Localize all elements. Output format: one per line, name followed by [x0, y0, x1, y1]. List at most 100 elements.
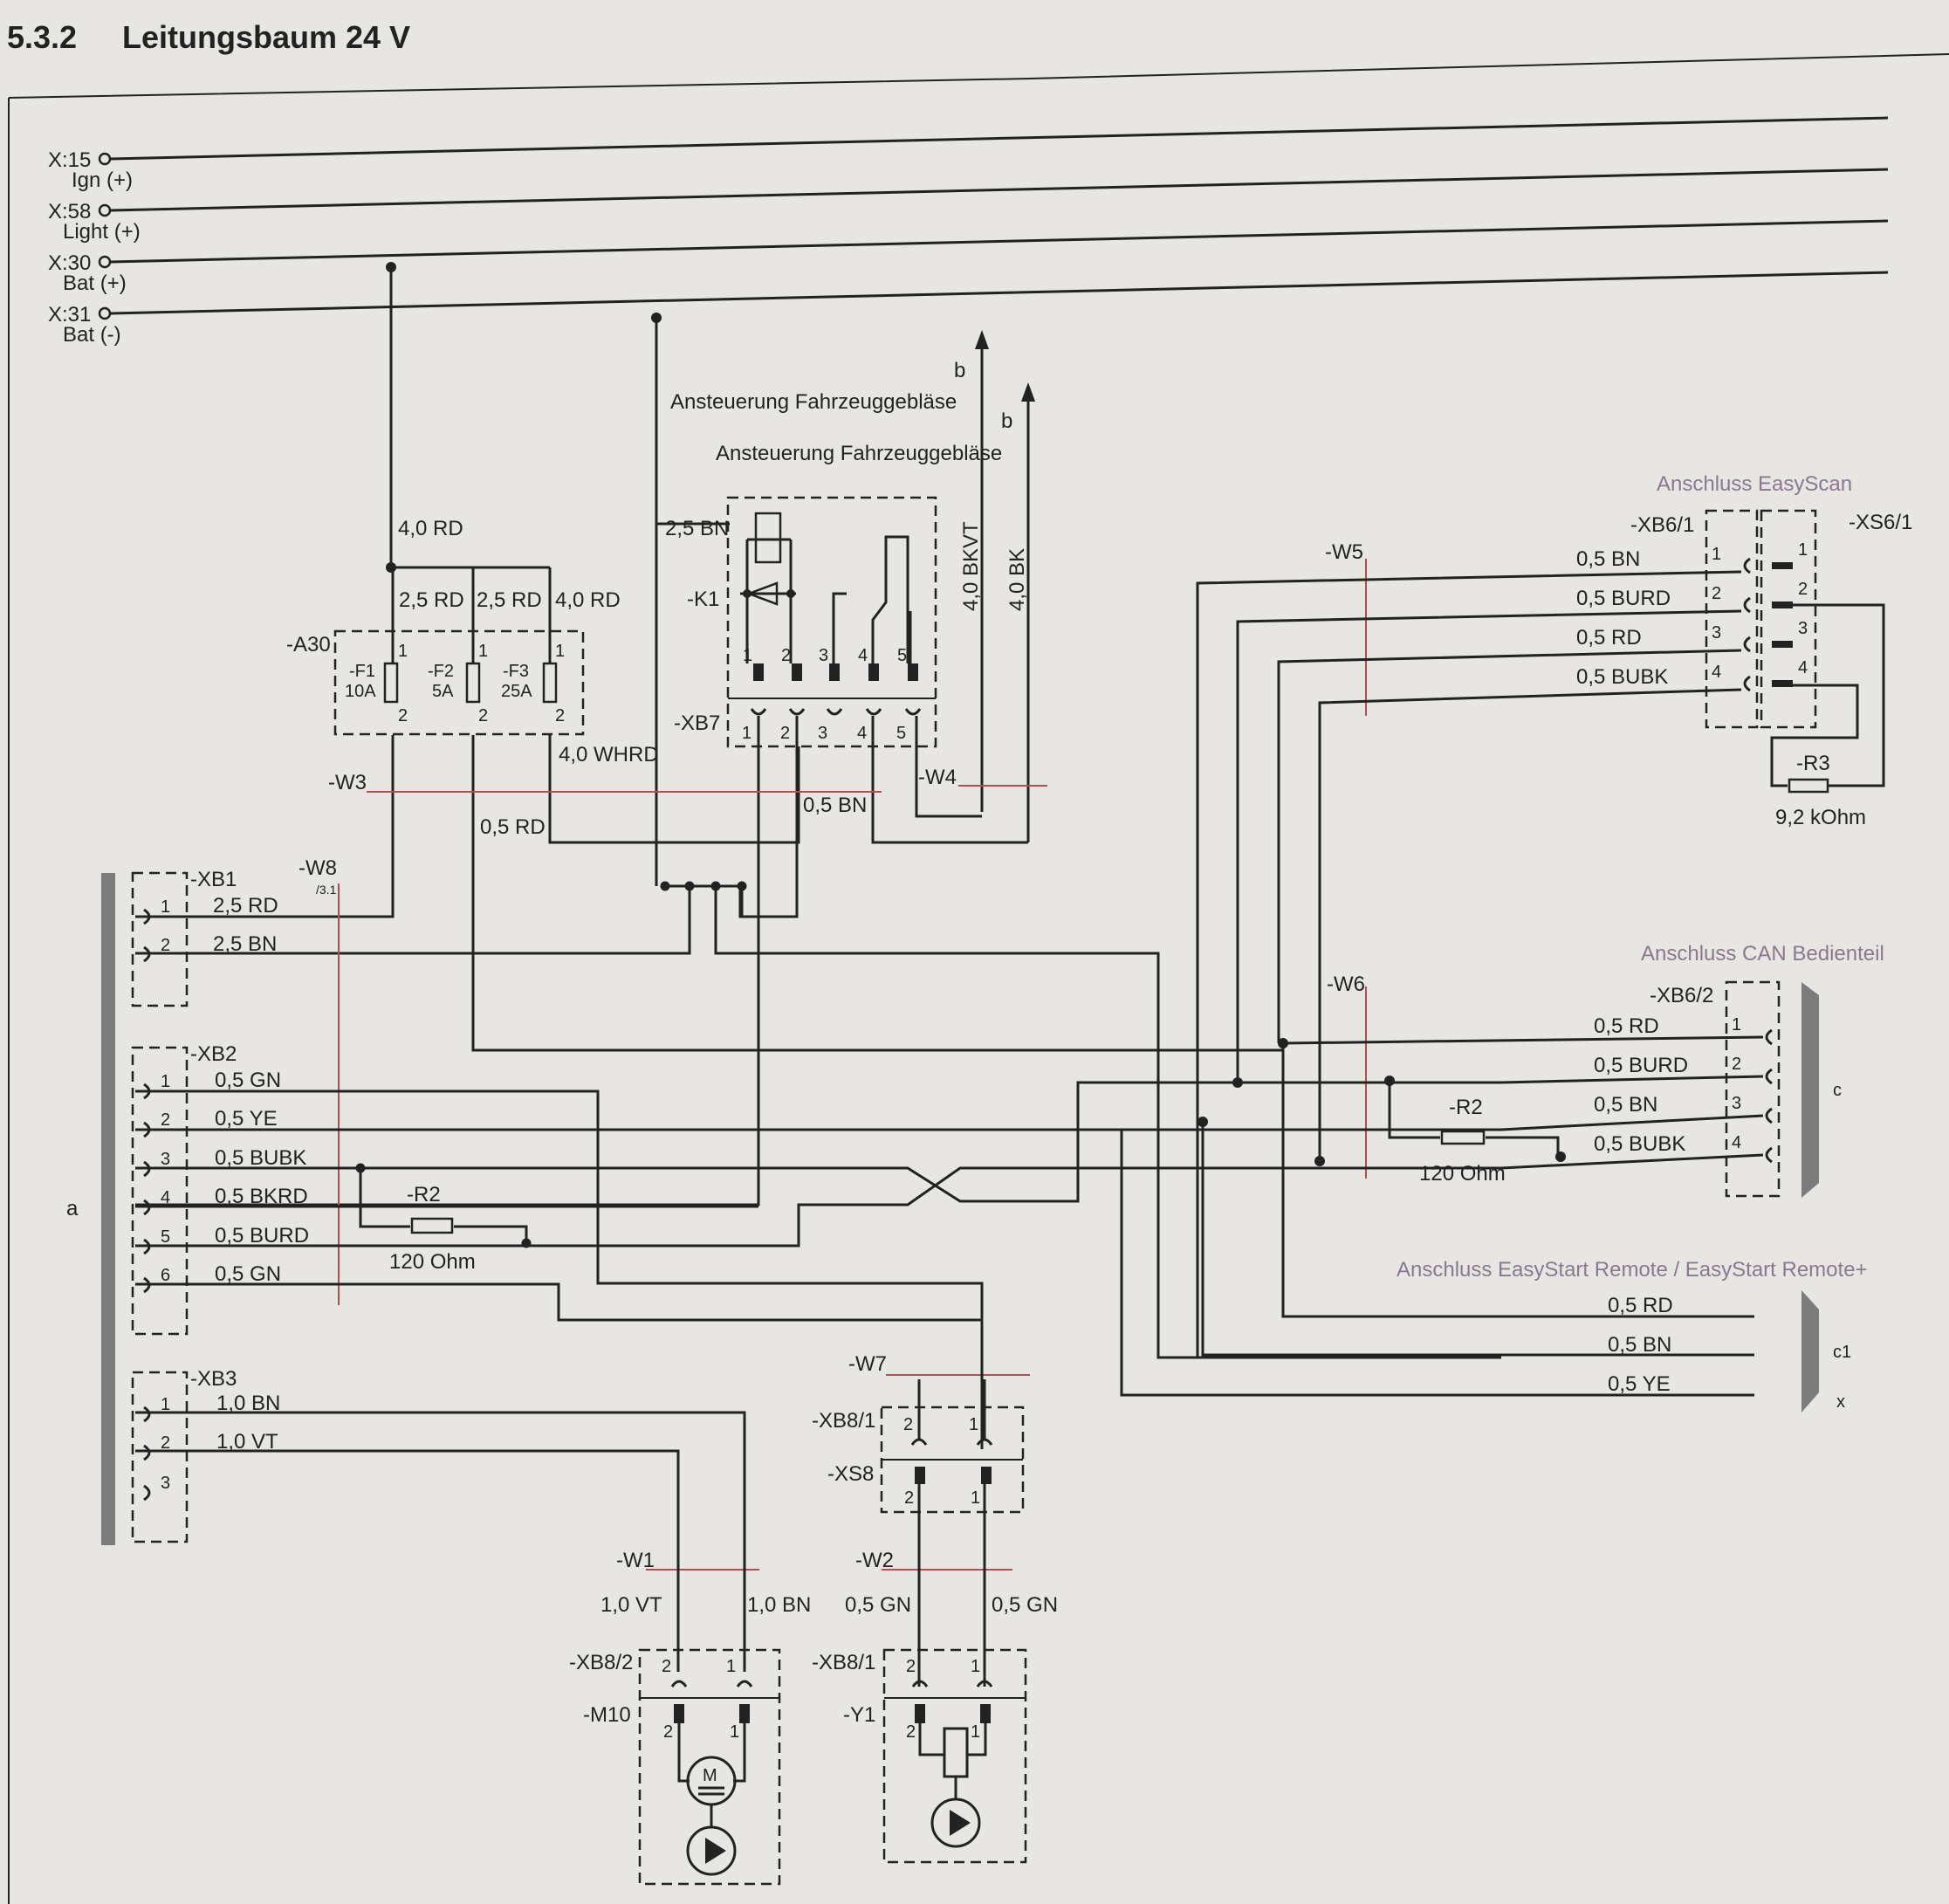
wire-4-0-rd-main: 4,0 RD	[398, 517, 463, 540]
terminal-x31-desc: Bat (-)	[63, 323, 121, 347]
xb2-pin-5: 5	[161, 1227, 170, 1247]
page-title: Leitungsbaum 24 V	[122, 19, 411, 55]
relay-pin-3: 3	[819, 646, 828, 665]
svg-text:1: 1	[971, 1657, 980, 1676]
motor-wire-right: 1,0 BN	[747, 1593, 811, 1617]
blower-arrow-b1: b	[954, 359, 965, 382]
can-pin-4: 4	[1732, 1133, 1741, 1152]
xb3-label: -XB3	[190, 1367, 237, 1391]
easyscan-wire-1: 0,5 BN	[1576, 547, 1640, 571]
side-label-c1: c1	[1833, 1343, 1851, 1362]
xs8-label: -XS8	[827, 1462, 874, 1486]
svg-text:1: 1	[555, 642, 565, 661]
can-xb-label: -XB6/2	[1650, 984, 1713, 1007]
svg-text:4: 4	[857, 724, 867, 743]
terminal-x31: X:31	[48, 303, 91, 326]
xb8-1-pin-1: 1	[969, 1415, 978, 1434]
xb2-pin-2: 2	[161, 1110, 170, 1130]
xb8-1-pin-2: 2	[903, 1415, 913, 1434]
easystart-bar	[1801, 1290, 1819, 1413]
svg-text:1: 1	[478, 642, 488, 661]
xb1-pin-1: 1	[161, 897, 170, 917]
xb3-pin-3: 3	[161, 1474, 170, 1493]
xb3-pin-2: 2	[161, 1433, 170, 1453]
blower-text-1: Ansteuerung Fahrzeuggebläse	[670, 390, 957, 414]
easyscan-pin-4: 4	[1712, 663, 1721, 682]
svg-text:2: 2	[904, 1488, 914, 1508]
r2-right-value: 120 Ohm	[1419, 1162, 1506, 1186]
easystart-wire-2: 0,5 BN	[1608, 1333, 1671, 1357]
xb2-label: -XB2	[190, 1042, 237, 1066]
motor-xb-label: -XB8/2	[569, 1651, 633, 1674]
easyscan-wire-4: 0,5 BUBK	[1576, 665, 1668, 689]
easystart-wire-1: 0,5 RD	[1608, 1294, 1673, 1317]
svg-text:1: 1	[742, 724, 751, 743]
xb1-pin-2: 2	[161, 936, 170, 955]
fuse-f2-rating: 5A	[432, 682, 454, 701]
wire-2-5-bn-relay: 2,5 BN	[665, 517, 729, 540]
svg-text:2: 2	[1798, 580, 1808, 599]
easyscan-xb-label: -XB6/1	[1630, 513, 1694, 537]
wire-4-0-whrd: 4,0 WHRD	[559, 743, 659, 766]
r2-left-label: -R2	[407, 1183, 441, 1206]
terminal-x15-desc: Ign (+)	[72, 168, 133, 192]
svg-text:3: 3	[818, 724, 827, 743]
easyscan-connector: Anschluss EasyScan -XB6/1 -XS6/1 0,5 BN …	[1196, 472, 1912, 1358]
svg-text:2: 2	[478, 706, 488, 725]
xb8-1-label: -XB8/1	[812, 1409, 875, 1433]
xb2-wire-4: 0,5 BKRD	[215, 1185, 308, 1208]
easyscan-wire-2: 0,5 BURD	[1576, 587, 1671, 610]
blower-control: Ansteuerung Fahrzeuggebläse Ansteuerung …	[670, 330, 1035, 842]
easyscan-pin-1: 1	[1712, 545, 1721, 564]
wire-4-0-rd-f3: 4,0 RD	[555, 588, 621, 612]
wire-w3: -W3	[328, 771, 367, 794]
svg-text:2: 2	[555, 706, 565, 725]
easyscan-pin-3: 3	[1712, 623, 1721, 643]
svg-text:4: 4	[1798, 658, 1808, 677]
fuse-f1-id: -F1	[349, 662, 375, 681]
fuse-f1-rating: 10A	[345, 682, 376, 701]
svg-text:1: 1	[398, 642, 408, 661]
terminal-x30: X:30	[48, 251, 91, 275]
easystart-wire-3: 0,5 YE	[1608, 1372, 1671, 1396]
xb2-wire-6: 0,5 GN	[215, 1262, 281, 1286]
wire-w5: -W5	[1325, 540, 1363, 564]
blower-arrow-b2: b	[1001, 409, 1012, 433]
easyscan-title: Anschluss EasyScan	[1657, 472, 1852, 496]
wire-2-5-rd-f2: 2,5 RD	[477, 588, 542, 612]
r3-label: -R3	[1796, 752, 1830, 775]
can-title: Anschluss CAN Bedienteil	[1641, 942, 1884, 966]
svg-text:2: 2	[906, 1657, 916, 1676]
xb1-wire-2: 2,5 BN	[213, 932, 277, 956]
motor-wire-left: 1,0 VT	[600, 1593, 662, 1617]
xb2-wire-5: 0,5 BURD	[215, 1224, 309, 1248]
wire-0-5-rd-f1: 0,5 RD	[480, 815, 546, 839]
svg-text:1: 1	[730, 1722, 739, 1742]
motor-symbol: M	[703, 1766, 717, 1785]
terminal-x58-desc: Light (+)	[63, 220, 141, 244]
can-pin-3: 3	[1732, 1094, 1741, 1113]
xb2-pin-4: 4	[161, 1188, 170, 1207]
can-panel-bar	[1801, 982, 1819, 1198]
can-wire-3: 0,5 BN	[1594, 1093, 1657, 1117]
xb2-wire-1: 0,5 GN	[215, 1069, 281, 1092]
relay-pin-1: 1	[743, 646, 752, 665]
xb1-wire-1: 2,5 RD	[213, 894, 278, 918]
can-pin-1: 1	[1732, 1015, 1741, 1034]
svg-text:1: 1	[1798, 540, 1808, 560]
relay-pin-4: 4	[858, 646, 868, 665]
easyscan-xs-label: -XS6/1	[1849, 511, 1912, 534]
can-wire-1: 0,5 RD	[1594, 1014, 1659, 1038]
relay-pin-5: 5	[897, 646, 907, 665]
section-number: 5.3.2	[7, 19, 78, 55]
r2-left-value: 120 Ohm	[389, 1250, 476, 1274]
easyscan-wire-3: 0,5 RD	[1576, 626, 1642, 650]
xb2-pin-6: 6	[161, 1266, 170, 1285]
side-label-x: x	[1836, 1392, 1845, 1412]
easystart-connector: Anschluss EasyStart Remote / EasyStart R…	[1120, 1043, 1868, 1413]
wire-w4: -W4	[918, 766, 957, 789]
relay-label: -K1	[687, 588, 719, 611]
